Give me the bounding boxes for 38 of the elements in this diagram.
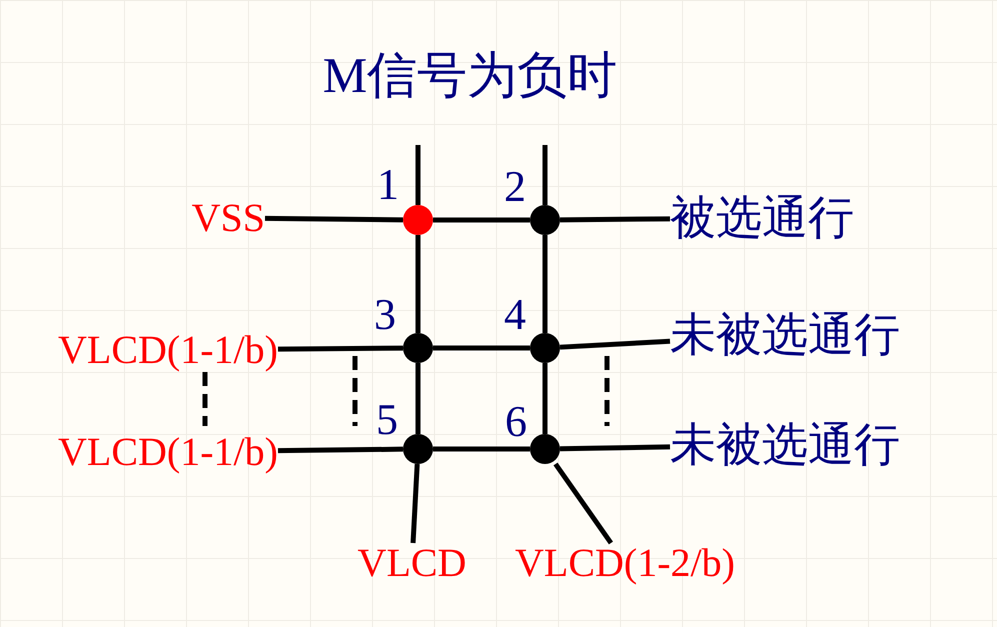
junction-dot — [403, 205, 433, 235]
junction-dot — [403, 333, 433, 363]
diagram-title: M信号为负时 — [322, 50, 618, 100]
column-voltage-label: VLCD(1-2/b) — [515, 543, 735, 583]
junction-number: 5 — [376, 398, 398, 442]
wire-line — [560, 444, 670, 452]
row-voltage-label: VSS — [192, 198, 265, 238]
row-voltage-label: VLCD(1-1/b) — [58, 432, 278, 472]
column-voltage-label: VLCD — [358, 543, 466, 583]
wire-line — [560, 216, 670, 222]
row-voltage-label: VLCD(1-1/b) — [58, 330, 278, 370]
wire-line — [433, 446, 530, 452]
wire-line — [278, 446, 404, 454]
wire-line — [433, 346, 530, 350]
wire-line — [416, 235, 420, 333]
wire-line — [416, 145, 420, 205]
junction-dot — [530, 434, 560, 464]
junction-number: 3 — [374, 293, 396, 337]
junction-dot — [403, 434, 433, 464]
junction-dot — [530, 333, 560, 363]
wire-line — [264, 216, 404, 222]
wire-line — [542, 235, 548, 333]
wire-line — [560, 338, 670, 350]
wire-line — [542, 363, 548, 434]
junction-number: 6 — [505, 400, 527, 444]
junction-number: 1 — [377, 163, 399, 207]
junction-dot — [530, 205, 560, 235]
wire-line — [553, 462, 613, 544]
row-state-label: 未被选通行 — [670, 312, 900, 358]
wire-line — [410, 464, 420, 544]
row-state-label: 被选通行 — [670, 195, 854, 241]
row-state-label: 未被选通行 — [670, 422, 900, 468]
wire-line — [433, 218, 530, 222]
junction-number: 4 — [504, 293, 526, 337]
junction-number: 2 — [504, 165, 526, 209]
wire-line — [416, 363, 420, 434]
wire-line — [542, 145, 548, 205]
wire-line — [278, 346, 404, 352]
